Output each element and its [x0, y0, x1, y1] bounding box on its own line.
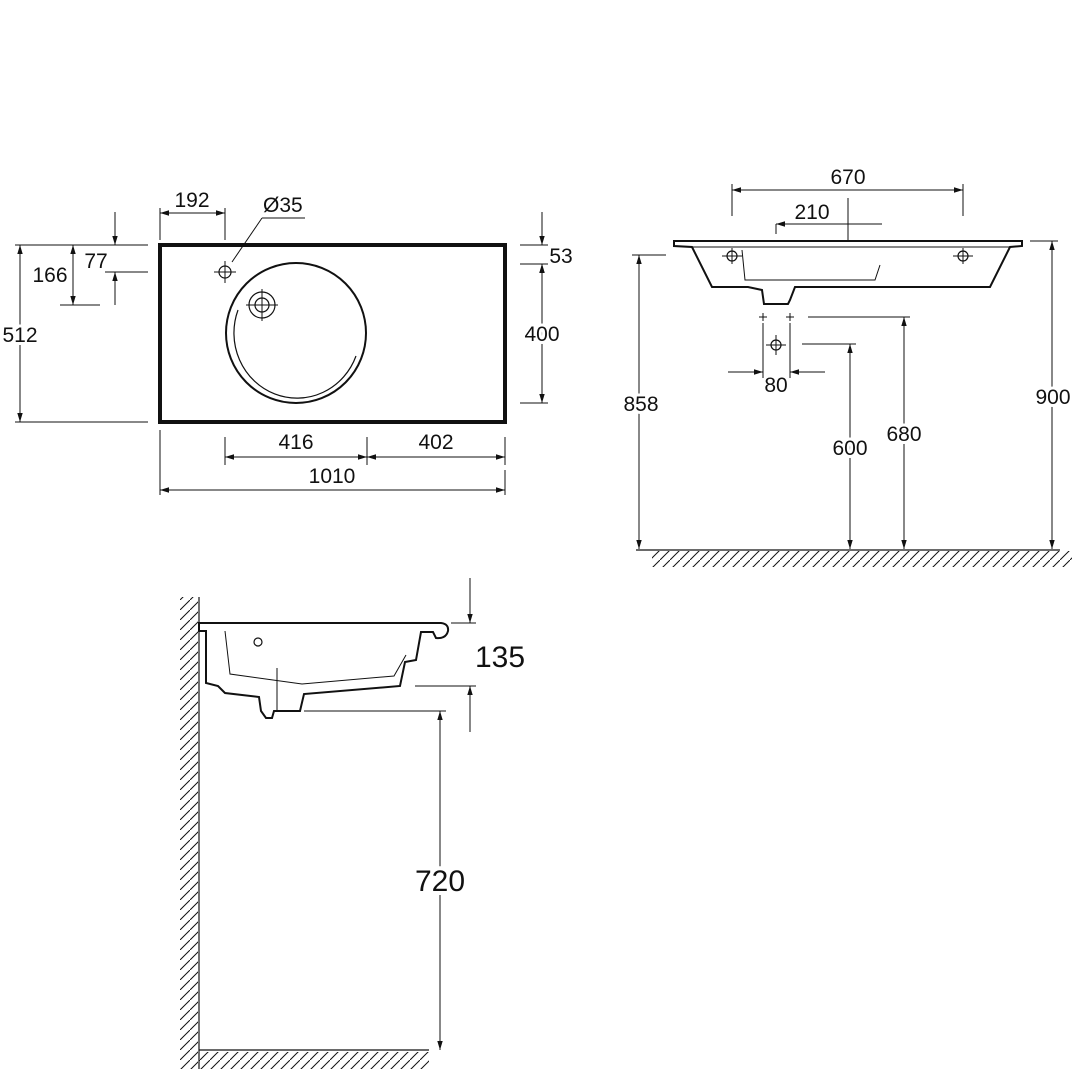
basin-front-profile — [673, 240, 1023, 305]
waste-outlet-icon — [766, 335, 786, 355]
dimension-858: 858 — [620, 254, 666, 549]
front-view: 670 210 80 858 600 — [620, 166, 1074, 567]
basin-inner-line — [741, 249, 881, 281]
dimension-400: 400 — [520, 264, 563, 404]
dimension-192-label: 192 — [174, 189, 209, 212]
dimension-670: 670 — [731, 166, 964, 216]
dimension-1010: 1010 — [159, 430, 506, 495]
dimension-402-label: 402 — [418, 431, 453, 454]
dimension-512: 512 — [0, 244, 148, 423]
dimension-210: 210 — [775, 198, 882, 241]
dimension-900: 900 — [1030, 240, 1074, 549]
dimension-1010-label: 1010 — [309, 465, 356, 488]
dimension-135-label: 135 — [475, 641, 525, 674]
dimension-80-label: 80 — [764, 374, 787, 397]
dimension-77: 77 — [84, 212, 148, 305]
basin-side-inner-line — [224, 630, 407, 685]
dimension-166-label: 166 — [32, 264, 67, 287]
dimension-416: 416 — [224, 431, 506, 465]
dimension-210-label: 210 — [794, 201, 829, 224]
dimension-600: 600 — [802, 343, 871, 549]
dimension-80: 80 — [728, 323, 825, 397]
tap-hole-right-icon — [953, 248, 973, 264]
dimension-720: 720 — [304, 710, 469, 1050]
basin-side-profile — [198, 622, 450, 719]
dimension-600-label: 600 — [832, 437, 867, 460]
dimension-720-label: 720 — [415, 865, 465, 898]
side-view: 135 720 — [180, 578, 525, 1069]
wall-hatch — [180, 597, 200, 1069]
floor-hatch — [636, 549, 1072, 567]
dimension-416-label: 416 — [278, 431, 313, 454]
dimension-166: 166 — [32, 245, 100, 306]
dimension-77-label: 77 — [84, 250, 107, 273]
dimension-512-label: 512 — [2, 324, 37, 347]
dimension-670-label: 670 — [830, 166, 865, 189]
dimension-680: 680 — [808, 316, 925, 549]
dimension-dia35-label: Ø35 — [263, 194, 303, 217]
dimension-402: 402 — [367, 431, 505, 460]
plan-view: 192 Ø35 77 166 512 — [0, 189, 573, 495]
dimension-53: 53 — [520, 212, 573, 297]
tap-hole-left-icon — [722, 248, 742, 264]
basin-outer-rim — [225, 262, 367, 404]
dimension-900-label: 900 — [1035, 386, 1070, 409]
countertop-outline — [158, 243, 507, 424]
dimension-680-label: 680 — [886, 423, 921, 446]
dimension-192: 192 — [159, 189, 226, 240]
fixing-points-icon — [759, 313, 794, 321]
overflow-drain-icon — [246, 289, 278, 321]
dimension-dia35: Ø35 — [231, 194, 305, 263]
tap-hole-icon — [214, 261, 236, 283]
dimension-400-label: 400 — [524, 323, 559, 346]
basin-inner-curve — [233, 309, 357, 399]
overflow-side-icon — [253, 637, 263, 647]
floor-side-hatch — [199, 1049, 429, 1069]
dimension-135: 135 — [415, 578, 525, 732]
dimension-53-label: 53 — [549, 245, 572, 268]
dimension-858-label: 858 — [623, 393, 658, 416]
